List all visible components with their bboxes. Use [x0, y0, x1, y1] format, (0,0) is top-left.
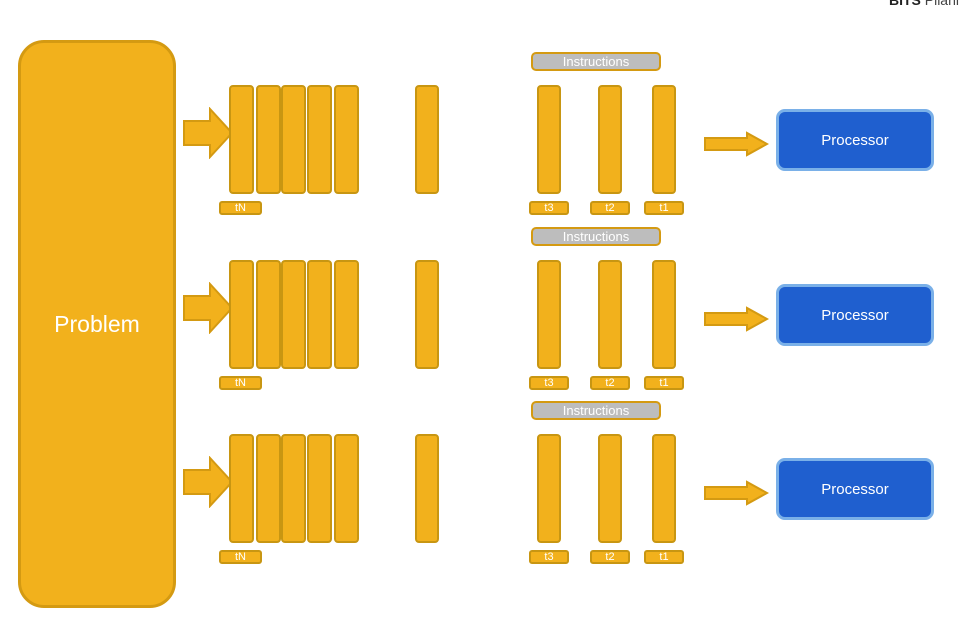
queue-task-card [281, 260, 306, 369]
processor-arrow-icon [704, 306, 769, 332]
queue-task-card [307, 85, 332, 194]
problem-label: Problem [54, 310, 140, 337]
queue-task-card [229, 85, 254, 194]
processor-arrow-icon [704, 131, 769, 157]
dispatched-task-card [598, 85, 622, 194]
queue-task-card [307, 260, 332, 369]
dispatched-task-card [537, 85, 561, 194]
input-arrow-icon [183, 107, 234, 159]
dispatched-task-card [652, 434, 676, 543]
dispatched-task-card [537, 434, 561, 543]
instructions-label: Instructions [531, 52, 661, 71]
queue-task-card [256, 434, 281, 543]
dispatched-task-card [652, 85, 676, 194]
dispatched-task-card [598, 260, 622, 369]
transit-task-card [415, 85, 439, 194]
task-tag: t1 [644, 376, 684, 390]
queue-task-card [334, 85, 359, 194]
instructions-label: Instructions [531, 227, 661, 246]
processor-box: Processor [776, 284, 934, 346]
queue-task-card [281, 434, 306, 543]
problem-block: Problem [18, 40, 176, 608]
queue-tag: tN [219, 376, 262, 390]
dispatched-task-card [652, 260, 676, 369]
task-tag: t1 [644, 201, 684, 215]
brand-rest: Pilani [924, 0, 959, 8]
transit-task-card [415, 434, 439, 543]
brand-logo: BITS Pilani [889, 0, 959, 8]
task-tag: t1 [644, 550, 684, 564]
processor-box: Processor [776, 458, 934, 520]
input-arrow-icon [183, 456, 234, 508]
task-tag: t2 [590, 376, 630, 390]
transit-task-card [415, 260, 439, 369]
queue-task-card [334, 434, 359, 543]
processor-box: Processor [776, 109, 934, 171]
task-tag: t3 [529, 201, 569, 215]
queue-task-card [281, 85, 306, 194]
queue-tag: tN [219, 550, 262, 564]
processor-arrow-icon [704, 480, 769, 506]
queue-task-card [334, 260, 359, 369]
dispatched-task-card [537, 260, 561, 369]
queue-task-card [229, 434, 254, 543]
queue-task-card [307, 434, 332, 543]
dispatched-task-card [598, 434, 622, 543]
task-tag: t2 [590, 550, 630, 564]
instructions-label: Instructions [531, 401, 661, 420]
task-tag: t2 [590, 201, 630, 215]
task-tag: t3 [529, 550, 569, 564]
queue-task-card [229, 260, 254, 369]
brand-bold: BITS [888, 0, 921, 8]
queue-tag: tN [219, 201, 262, 215]
input-arrow-icon [183, 282, 234, 334]
task-tag: t3 [529, 376, 569, 390]
queue-task-card [256, 85, 281, 194]
queue-task-card [256, 260, 281, 369]
